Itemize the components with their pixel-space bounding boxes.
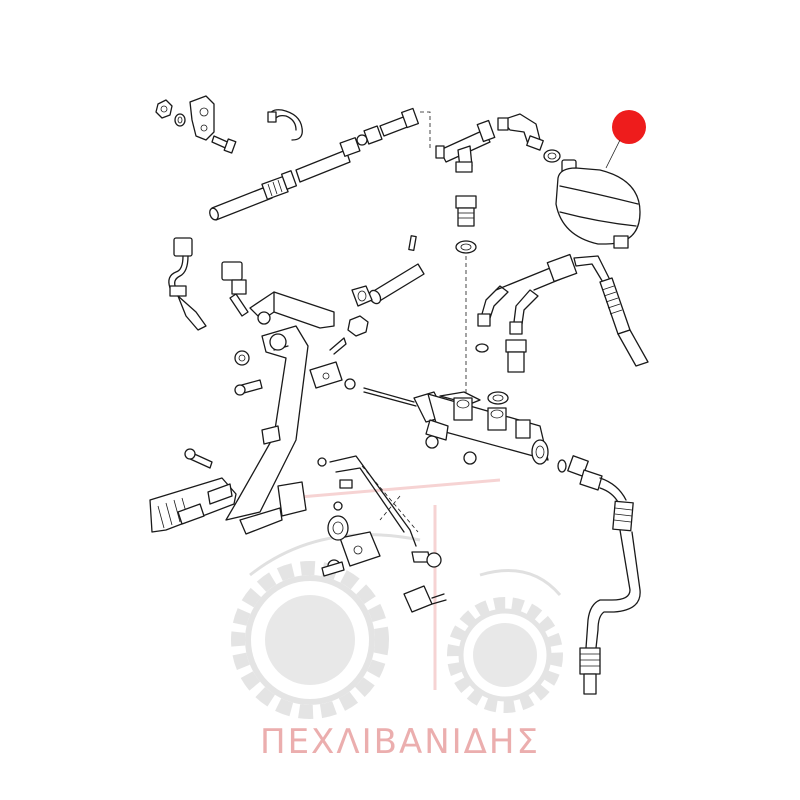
clevis-fork xyxy=(309,361,356,390)
watermark-tractor-arc xyxy=(249,533,421,577)
lock-nut-lower xyxy=(321,501,349,577)
pedal-support-bracket xyxy=(249,291,335,329)
highlight-marker xyxy=(612,110,646,144)
banjo-fitting-upper xyxy=(455,195,477,254)
o-ring xyxy=(475,343,489,353)
sealing-washer-top xyxy=(543,149,561,163)
hose-clamp xyxy=(267,109,303,141)
watermark-tractor-arc-right xyxy=(479,569,562,596)
clutch-pedal xyxy=(149,325,309,533)
push-rod-assembly xyxy=(209,107,420,221)
tee-fitting xyxy=(435,119,496,173)
sensor-switch-left xyxy=(168,237,207,331)
outlet-union xyxy=(567,455,603,491)
switch-bracket-lower xyxy=(317,455,417,567)
reference-line-lower xyxy=(361,465,419,533)
split-pin xyxy=(408,235,417,252)
marker-leader-line xyxy=(605,139,621,169)
pedal-stop xyxy=(239,481,307,535)
pressure-switch xyxy=(403,551,447,613)
watermark-right-wheel xyxy=(447,597,563,713)
elbow-pipes-middle xyxy=(477,263,569,335)
watermark-tractor xyxy=(231,478,563,719)
pivot-pin xyxy=(368,263,425,305)
banjo-fitting-lower xyxy=(487,339,527,405)
connector-plug xyxy=(221,261,249,317)
retaining-clip xyxy=(329,337,347,355)
master-cylinder xyxy=(363,387,549,465)
brake-pipe-long xyxy=(579,477,641,695)
locking-nut xyxy=(347,315,369,337)
top-left-fasteners xyxy=(155,95,237,154)
pedal-bolts xyxy=(184,350,263,469)
seal-ring-outlet xyxy=(557,459,567,473)
reservoir-canister xyxy=(555,159,641,249)
watermark-brand-text: ΠΕΧΛΙΒΑΝΙΔΗΣ xyxy=(260,722,540,762)
pipe-upper-right xyxy=(546,253,649,367)
bushing-center xyxy=(351,285,373,307)
reference-line-top xyxy=(420,111,431,148)
watermark-left-wheel xyxy=(231,561,389,719)
elbow-fitting-top xyxy=(497,113,544,151)
